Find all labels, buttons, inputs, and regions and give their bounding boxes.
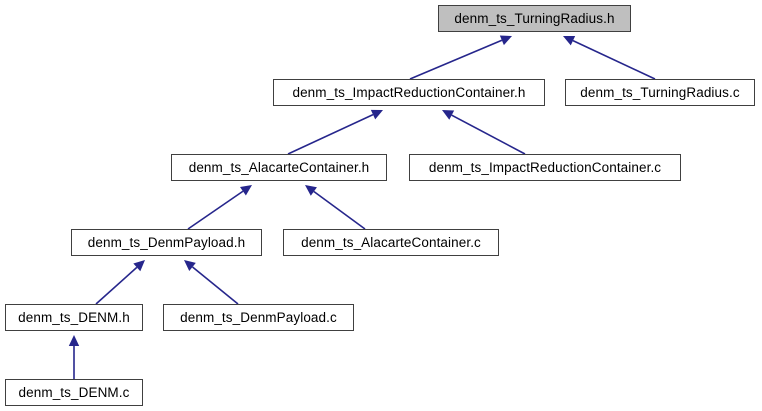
graph-node-label: denm_ts_ImpactReductionContainer.c [428,159,662,175]
graph-node-label: denm_ts_TurningRadius.h [454,10,615,26]
graph-node-turningradius_c[interactable]: denm_ts_TurningRadius.c [565,79,755,106]
graph-node-denm_c[interactable]: denm_ts_DENM.c [5,379,143,406]
graph-edge [572,39,656,80]
graph-node-denm_h[interactable]: denm_ts_DENM.h [5,304,143,331]
graph-edge-arrowhead [133,260,145,272]
graph-node-label: denm_ts_DenmPayload.c [180,309,337,325]
graph-node-turningradius_h[interactable]: denm_ts_TurningRadius.h [438,5,631,32]
graph-edge [409,39,503,80]
graph-node-denmpayload_h[interactable]: denm_ts_DenmPayload.h [71,229,262,256]
graph-edge-arrowhead [563,35,576,46]
graph-edge [95,266,138,305]
graph-edge-arrowhead [239,185,252,196]
graph-edge [451,114,526,155]
graph-edge-arrowhead [68,335,80,346]
graph-node-impactreductioncontainer_h[interactable]: denm_ts_ImpactReductionContainer.h [273,79,545,106]
graph-edge-arrowhead [184,260,196,271]
graph-node-impactreductioncontainer_c[interactable]: denm_ts_ImpactReductionContainer.c [409,154,681,181]
graph-edge [192,266,239,305]
graph-node-label: denm_ts_DENM.h [18,309,130,325]
graph-node-label: denm_ts_TurningRadius.c [580,84,740,100]
graph-node-alacartecontainer_c[interactable]: denm_ts_AlacarteContainer.c [283,229,499,256]
graph-node-alacartecontainer_h[interactable]: denm_ts_AlacarteContainer.h [171,154,387,181]
graph-edge [313,190,366,230]
graph-node-label: denm_ts_AlacarteContainer.h [188,159,370,175]
graph-node-label: denm_ts_AlacarteContainer.c [301,234,481,250]
graph-edge-arrowhead [370,109,383,120]
graph-edge-arrowhead [305,185,317,196]
graph-edge-arrowhead [499,35,512,46]
graph-node-label: denm_ts_DENM.c [18,384,130,400]
graph-node-label: denm_ts_ImpactReductionContainer.h [292,84,526,100]
graph-node-denmpayload_c[interactable]: denm_ts_DenmPayload.c [163,304,354,331]
graph-node-label: denm_ts_DenmPayload.h [87,234,246,250]
graph-edge [287,113,374,155]
graph-edge [187,190,244,230]
graph-edge-arrowhead [442,110,455,120]
